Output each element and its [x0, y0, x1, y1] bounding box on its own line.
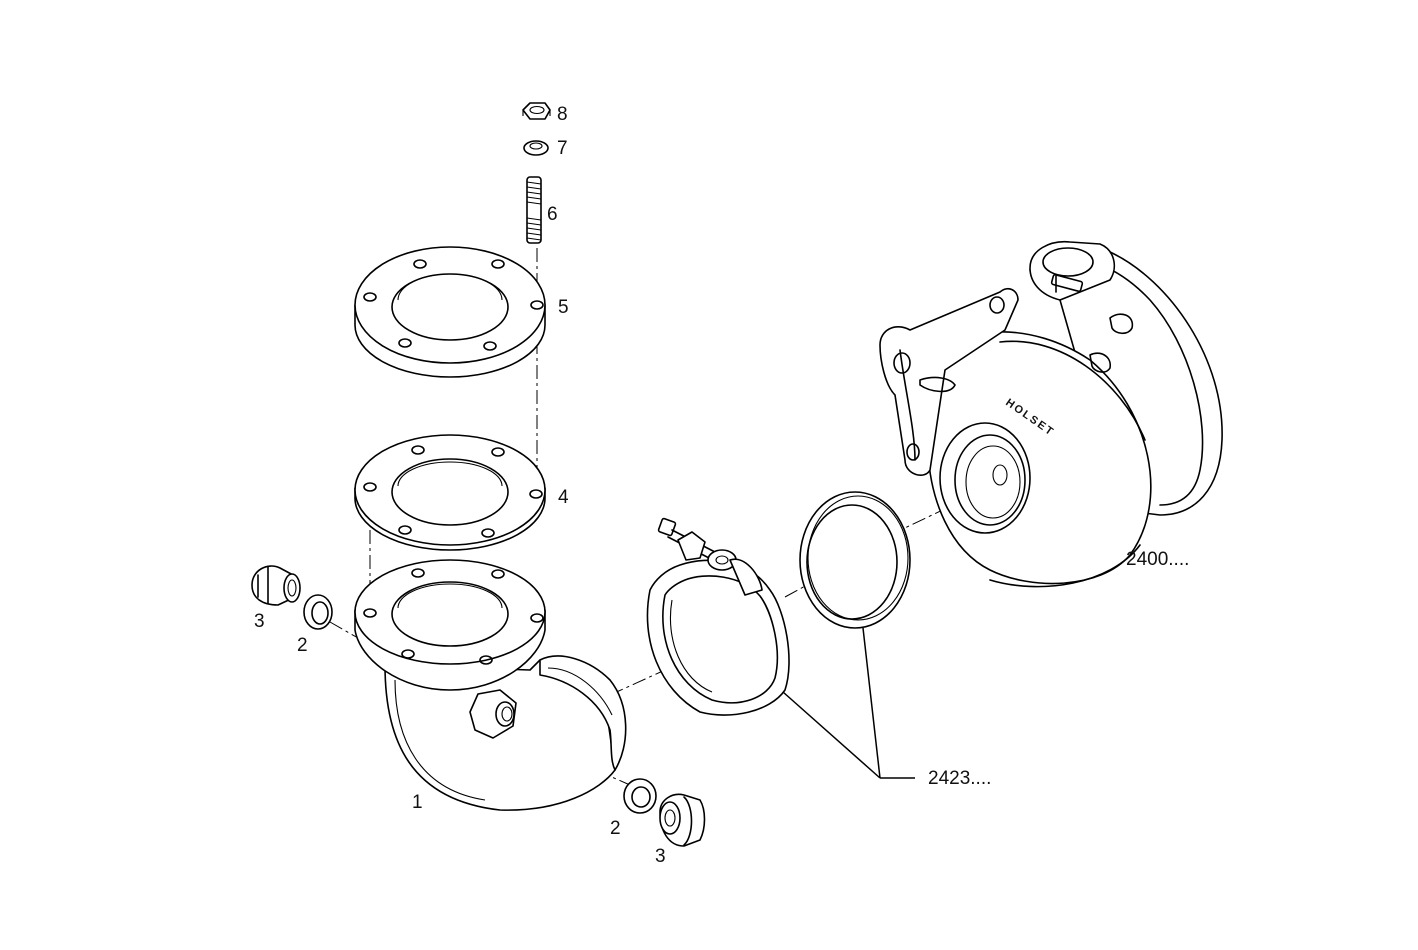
- callout-labels: 8 7 6 5 4 3 2 1 2 3 2423.... 2400....: [254, 104, 1189, 867]
- part-v-band-clamp: [646, 517, 790, 716]
- label-6: 6: [547, 204, 558, 225]
- label-3-left: 3: [254, 611, 265, 632]
- part-elbow: [354, 559, 627, 811]
- part-gasket: [354, 434, 546, 551]
- part-plug-right: [659, 793, 706, 847]
- part-washer: [523, 140, 549, 156]
- leader-lines: [782, 627, 915, 779]
- label-3-right: 3: [655, 846, 666, 867]
- part-sealing-ring: [799, 491, 911, 629]
- label-4: 4: [558, 487, 569, 508]
- label-8: 8: [557, 104, 568, 125]
- label-1: 1: [412, 792, 423, 813]
- label-5: 5: [558, 297, 569, 318]
- part-nut: [522, 102, 551, 120]
- label-2-left: 2: [297, 635, 308, 656]
- part-stud: [526, 176, 542, 244]
- part-flange: [354, 246, 546, 378]
- part-plug-left: [251, 565, 301, 606]
- label-2-right: 2: [610, 818, 621, 839]
- part-turbocharger: HOLSET: [879, 241, 1223, 588]
- part-seal-left: [303, 594, 333, 630]
- label-7: 7: [557, 138, 568, 159]
- label-2400: 2400....: [1126, 549, 1189, 570]
- part-seal-right: [623, 778, 657, 814]
- label-2423: 2423....: [928, 768, 991, 789]
